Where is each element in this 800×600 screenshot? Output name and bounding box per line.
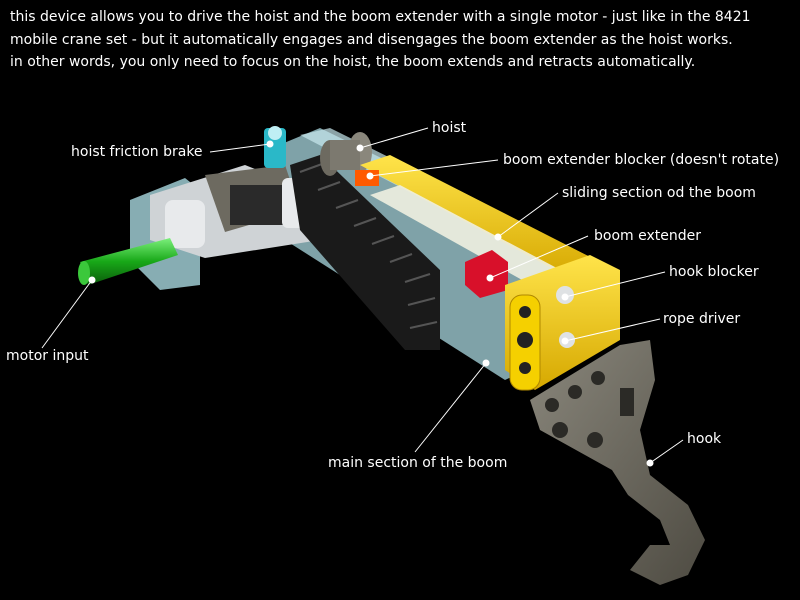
label-boom-extender-blocker: boom extender blocker (doesn't rotate) — [503, 152, 780, 168]
label-hook-blocker: hook blocker — [669, 264, 759, 280]
label-boom-extender: boom extender — [594, 228, 701, 244]
hook-block — [505, 255, 620, 391]
intro-line-3: in other words, you only need to focus o… — [10, 54, 696, 70]
intro-text: this device allows you to drive the hois… — [10, 6, 795, 74]
label-motor-input: motor input — [6, 348, 89, 364]
boom-extender — [465, 250, 508, 298]
intro-line-2: mobile crane set - but it automatically … — [10, 31, 733, 48]
chain — [290, 155, 440, 350]
label-hook: hook — [687, 431, 722, 447]
friction-brake — [264, 126, 286, 168]
label-hoist: hoist — [432, 120, 467, 136]
callout-lines — [41, 127, 684, 464]
hook-shape — [530, 340, 705, 585]
motor-input-axle — [78, 238, 178, 285]
label-rope-driver: rope driver — [663, 311, 741, 327]
label-main-section: main section of the boom — [328, 455, 508, 471]
label-hoist-friction-brake: hoist friction brake — [71, 144, 203, 160]
hoist-drum — [320, 132, 372, 176]
label-sliding-section: sliding section od the boom — [562, 185, 756, 201]
intro-line-1: this device allows you to drive the hois… — [10, 9, 751, 25]
callout-dots — [88, 140, 654, 467]
extender-blocker — [355, 170, 379, 186]
sliding-section — [360, 155, 600, 290]
